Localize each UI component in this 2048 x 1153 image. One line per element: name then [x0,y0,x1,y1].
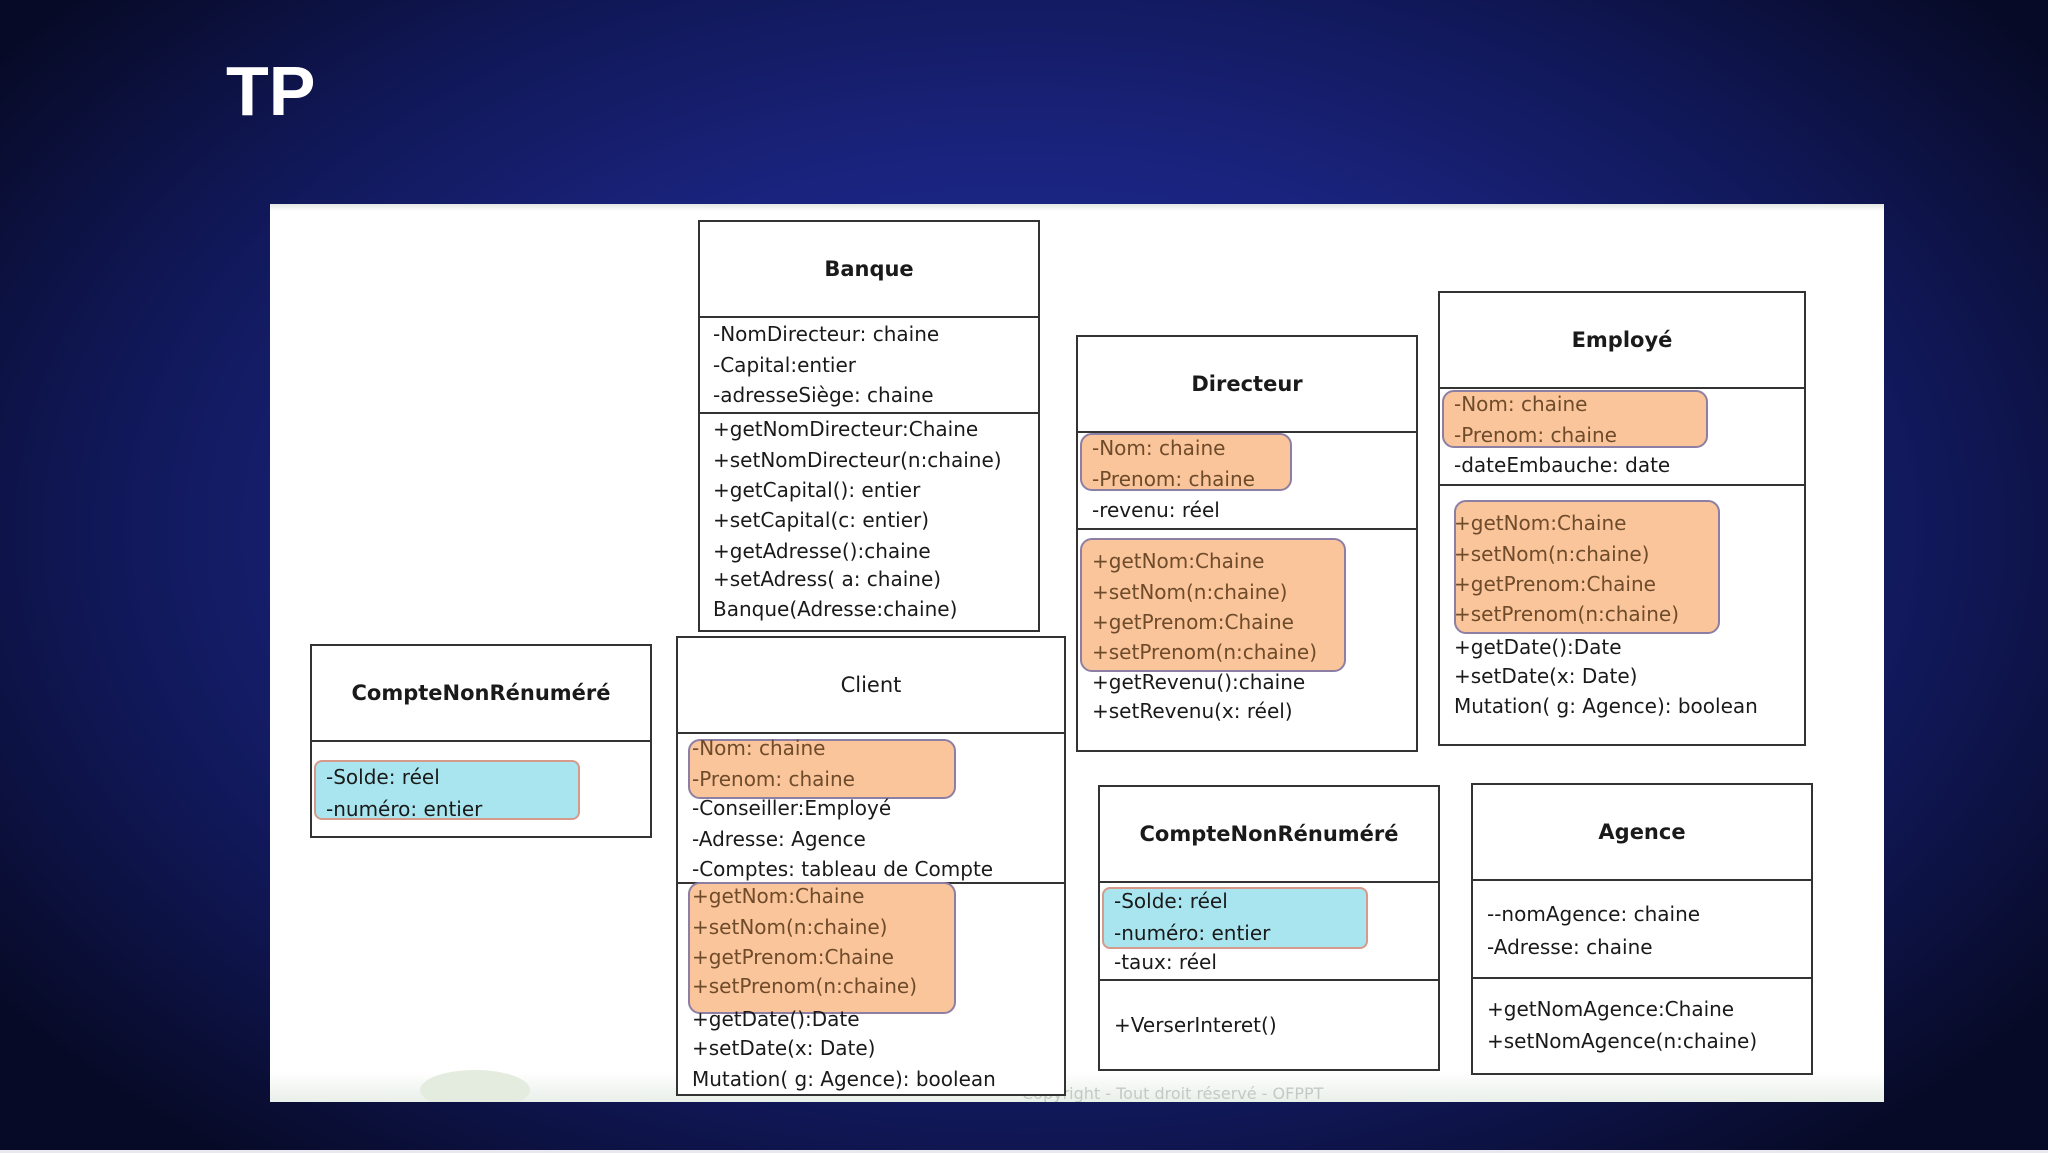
method: +setNom(n:chaine) [1092,580,1288,604]
highlight-box [688,882,956,1014]
class-name: CompteNonRénuméré [1100,787,1438,883]
method: +getDate():Date [1454,635,1622,659]
attribute: -numéro: entier [326,797,483,821]
method: +getPrenom:Chaine [692,945,894,969]
attribute: -Prenom: chaine [692,767,855,791]
attributes-section: --nomAgence: chaine -Adresse: chaine [1473,881,1811,979]
attribute: -Nom: chaine [1092,436,1226,460]
method: +setCapital(c: entier) [713,508,930,532]
class-name: Directeur [1078,337,1416,433]
attribute: -Prenom: chaine [1092,467,1255,491]
methods-section: +getNom:Chaine +setNom(n:chaine) +getPre… [1078,530,1416,750]
class-directeur: Directeur -Nom: chaine -Prenom: chaine -… [1076,335,1418,752]
attribute: -adresseSiège: chaine [713,383,934,407]
highlight-box [1102,887,1368,949]
method: +setNom(n:chaine) [1454,542,1650,566]
class-compte-non-renumere-right: CompteNonRénuméré -Solde: réel -numéro: … [1098,785,1440,1071]
attribute: -Solde: réel [326,765,440,789]
class-compte-non-renumere-left: CompteNonRénuméré -Solde: réel -numéro: … [310,644,652,838]
method: +setPrenom(n:chaine) [1454,602,1679,626]
method: +getAdresse():chaine [713,539,931,563]
attribute: -Adresse: Agence [692,827,866,851]
attributes-section: -Nom: chaine -Prenom: chaine -dateEmbauc… [1440,389,1804,486]
highlight-box [688,739,956,799]
method: +setAdress( a: chaine) [713,567,942,591]
method: +setDate(x: Date) [1454,664,1638,688]
method: +setNomAgence(n:chaine) [1487,1029,1758,1053]
method: +VerserInteret() [1114,1013,1277,1037]
highlight-box [314,760,580,820]
attribute: -Comptes: tableau de Compte [692,857,994,881]
attribute: -Solde: réel [1114,889,1228,913]
method: +getNomDirecteur:Chaine [713,417,979,441]
method: Mutation( g: Agence): boolean [1454,694,1758,718]
method: +setNomDirecteur(n:chaine) [713,448,1002,472]
highlight-box [1080,433,1292,491]
attribute: -dateEmbauche: date [1454,453,1671,477]
method: Banque(Adresse:chaine) [713,597,958,621]
image-footer-band [270,1072,1884,1102]
class-agence: Agence --nomAgence: chaine -Adresse: cha… [1471,783,1813,1075]
attribute: -Nom: chaine [1454,392,1588,416]
attributes-section: -Solde: réel -numéro: entier -taux: réel [1100,883,1438,981]
method: +getRevenu():chaine [1092,670,1306,694]
attribute: -Conseiller:Employé [692,796,892,820]
attribute: -Prenom: chaine [1454,423,1617,447]
attribute: -NomDirecteur: chaine [713,322,940,346]
method: +setPrenom(n:chaine) [1092,640,1317,664]
class-name: Agence [1473,785,1811,881]
highlight-box [1080,538,1346,672]
attribute: -Capital:entier [713,353,856,377]
method: +getNom:Chaine [1454,511,1627,535]
copyright-text: Copyright - Tout droit réservé - OFPPT [1022,1084,1324,1102]
attribute: --nomAgence: chaine [1487,902,1701,926]
attribute: -Nom: chaine [692,736,826,760]
methods-section: +getNom:Chaine +setNom(n:chaine) +getPre… [678,882,1064,1094]
attributes-section: -Solde: réel -numéro: entier [312,742,650,836]
method: +setDate(x: Date) [692,1036,876,1060]
footer-decoration [420,1070,530,1102]
attributes-section: -Nom: chaine -Prenom: chaine -Conseiller… [678,734,1064,884]
highlight-box [1442,390,1708,448]
method: +getNom:Chaine [692,884,865,908]
method: +getPrenom:Chaine [1092,610,1294,634]
attribute: -taux: réel [1114,950,1217,974]
attribute: -Adresse: chaine [1487,935,1653,959]
method: +setNom(n:chaine) [692,915,888,939]
attributes-section: -Nom: chaine -Prenom: chaine -revenu: ré… [1078,433,1416,530]
method: +getNomAgence:Chaine [1487,997,1735,1021]
methods-section: +getNomAgence:Chaine +setNomAgence(n:cha… [1473,979,1811,1073]
class-employe: Employé -Nom: chaine -Prenom: chaine -da… [1438,291,1806,746]
class-name: CompteNonRénuméré [312,646,650,742]
methods-section: +VerserInteret() [1100,981,1438,1069]
highlight-box [1454,500,1720,634]
method: +setRevenu(x: réel) [1092,699,1293,723]
method: +setPrenom(n:chaine) [692,974,917,998]
attribute: -revenu: réel [1092,498,1220,522]
methods-section: +getNomDirecteur:Chaine +setNomDirecteur… [700,414,1038,630]
attributes-section: -NomDirecteur: chaine -Capital:entier -a… [700,318,1038,414]
method: Mutation( g: Agence): boolean [692,1067,996,1091]
class-client: Client -Nom: chaine -Prenom: chaine -Con… [676,636,1066,1096]
class-name: Client [678,638,1064,734]
class-name: Banque [700,222,1038,318]
class-banque: Banque -NomDirecteur: chaine -Capital:en… [698,220,1040,632]
uml-class-diagram: Copyright - Tout droit réservé - OFPPT B… [270,204,1884,1102]
method: +getPrenom:Chaine [1454,572,1656,596]
method: +getNom:Chaine [1092,549,1265,573]
slide-title: TP [226,52,316,130]
image-top-edge [270,204,1884,211]
method: +getCapital(): entier [713,478,921,502]
bottom-strip [0,1150,2048,1153]
class-name: Employé [1440,293,1804,389]
attribute: -numéro: entier [1114,921,1271,945]
methods-section: +getNom:Chaine +setNom(n:chaine) +getPre… [1440,486,1804,744]
method: +getDate():Date [692,1007,860,1031]
